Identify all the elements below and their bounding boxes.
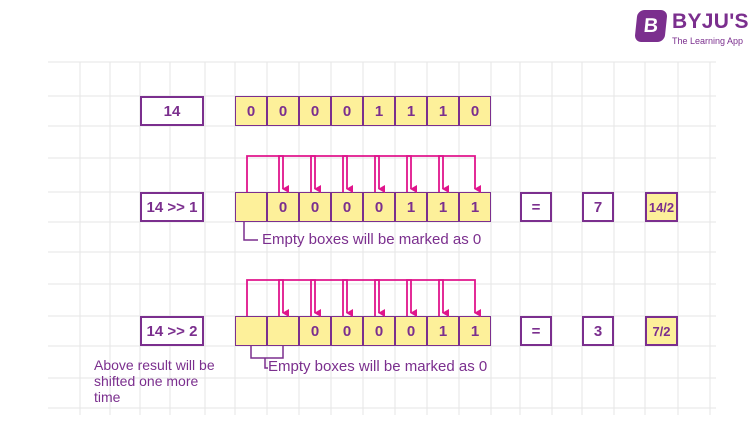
row3-bit: 0 [395,316,427,346]
row2-bit: 1 [395,192,427,222]
row1-bit: 0 [459,96,491,126]
row2-shift-arrow [310,155,353,193]
row3-bit: 0 [299,316,331,346]
byjus-logo: B BYJU'S The Learning App [634,10,749,46]
row3-bit-empty [267,316,299,346]
row2-equals-box: = [520,192,552,222]
row3-fraction-box: 7/2 [645,316,678,346]
row2-shift-arrow [278,155,321,193]
row1-bit: 0 [267,96,299,126]
logo-name: BYJU'S [672,10,749,33]
row3-shift-arrow [278,279,321,317]
row3-shift-arrow [342,279,385,317]
row3-bit-empty [235,316,267,346]
shift-explanation-line: shifted one more [94,373,199,389]
row3-equals-box: = [520,316,552,346]
row3-empty-note: Empty boxes will be marked as 0 [268,358,488,375]
row2-label: 14 >> 1 [146,198,198,216]
row3-shift-arrow [406,279,449,317]
row1-label: 14 [163,102,181,120]
row2-fraction: 14/2 [648,199,675,215]
row3-shift-arrow [374,279,417,317]
row3-result: 3 [593,322,603,340]
row2-shift-arrow [342,155,385,193]
row2-bit: 0 [363,192,395,222]
row3-bit: 1 [427,316,459,346]
row3-shift-arrow [246,279,289,317]
row3-note-bracket [264,358,268,369]
row2-result-box: 7 [582,192,614,222]
row3-note-bracket [250,346,284,359]
row3-fraction: 7/2 [652,323,671,339]
row2-note-bracket [243,222,258,241]
row1-bit: 0 [299,96,331,126]
row2-bit-empty [235,192,267,222]
row1-bit: 1 [427,96,459,126]
row1-bit: 1 [363,96,395,126]
row2-bit: 1 [459,192,491,222]
row1-label-box: 14 [140,96,204,126]
row2-shift-arrow [374,155,417,193]
row1-bit: 1 [395,96,427,126]
shift-explanation-line: Above result will be [94,357,215,373]
shift-explanation: Above result will be shifted one more ti… [94,357,215,405]
logo-tagline: The Learning App [672,36,744,46]
row2-equals: = [531,198,541,216]
row2-fraction-box: 14/2 [645,192,678,222]
row2-shift-arrow [406,155,449,193]
row2-result: 7 [593,198,603,216]
row2-empty-note: Empty boxes will be marked as 0 [262,231,482,248]
row3-label-box: 14 >> 2 [140,316,204,346]
row3-result-box: 3 [582,316,614,346]
row3-equals: = [531,322,541,340]
row3-bit: 1 [459,316,491,346]
row1-bit: 0 [331,96,363,126]
row1-bit: 0 [235,96,267,126]
row3-shift-arrow [438,279,481,317]
shift-explanation-line: time [94,389,121,405]
row3-shift-arrow [310,279,353,317]
row2-bit: 0 [331,192,363,222]
row2-label-box: 14 >> 1 [140,192,204,222]
row2-shift-arrow [438,155,481,193]
row2-bit: 0 [299,192,331,222]
row2-shift-arrow [246,155,289,193]
row3-label: 14 >> 2 [146,322,198,340]
